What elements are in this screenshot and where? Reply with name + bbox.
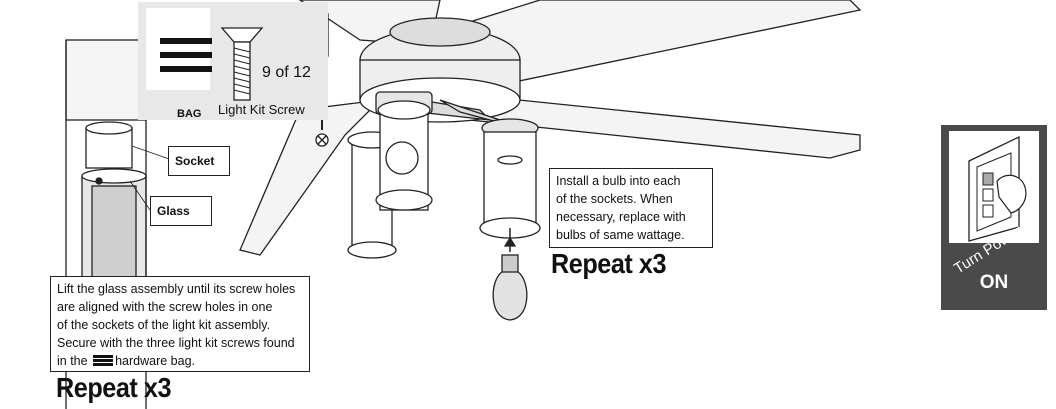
socket-label: Socket xyxy=(168,146,230,176)
wall-switch-panel xyxy=(949,131,1039,243)
wall-switch-icon xyxy=(968,135,1027,242)
install-bulb-instruction: Install a bulb into each of the sockets.… xyxy=(549,168,713,248)
bulb xyxy=(492,271,528,321)
repeat-heading-right: Repeat x3 xyxy=(551,248,667,279)
bag-tag xyxy=(146,8,212,90)
hardware-bag-panel xyxy=(138,2,328,120)
hand-icon xyxy=(996,174,1027,214)
repeat-heading-left: Repeat x3 xyxy=(56,372,172,403)
hardware-bag-icon xyxy=(93,355,114,366)
bag-stripe-icon xyxy=(160,38,212,44)
power-state-label: ON xyxy=(979,272,1009,293)
screw-label: Light Kit Screw xyxy=(218,102,305,117)
bulb-base xyxy=(501,254,519,274)
instruction-line: of the sockets. When xyxy=(556,192,673,206)
screw-icon xyxy=(220,27,264,101)
instruction-line: Lift the glass assembly until its screw … xyxy=(57,282,296,296)
socket-part xyxy=(85,127,133,169)
lift-glass-instruction: Lift the glass assembly until its screw … xyxy=(50,276,310,372)
screw-count: 9 of 12 xyxy=(262,64,311,81)
instruction-line: of the sockets of the light kit assembly… xyxy=(57,318,271,332)
turn-power-on-panel: Turn Power ON xyxy=(941,125,1047,310)
instruction-line: necessary, replace with xyxy=(556,210,686,224)
glass-label: Glass xyxy=(150,196,212,226)
bag-stripe-icon xyxy=(160,66,212,72)
instruction-line: Install a bulb into each xyxy=(556,174,681,188)
instruction-line: bulbs of same wattage. xyxy=(556,228,685,242)
instruction-line: are aligned with the screw holes in one xyxy=(57,300,273,314)
instruction-line: in the hardware bag. xyxy=(57,354,195,368)
bag-stripe-icon xyxy=(160,52,212,58)
instruction-line: Secure with the three light kit screws f… xyxy=(57,336,295,350)
bag-label: BAG xyxy=(177,108,202,120)
